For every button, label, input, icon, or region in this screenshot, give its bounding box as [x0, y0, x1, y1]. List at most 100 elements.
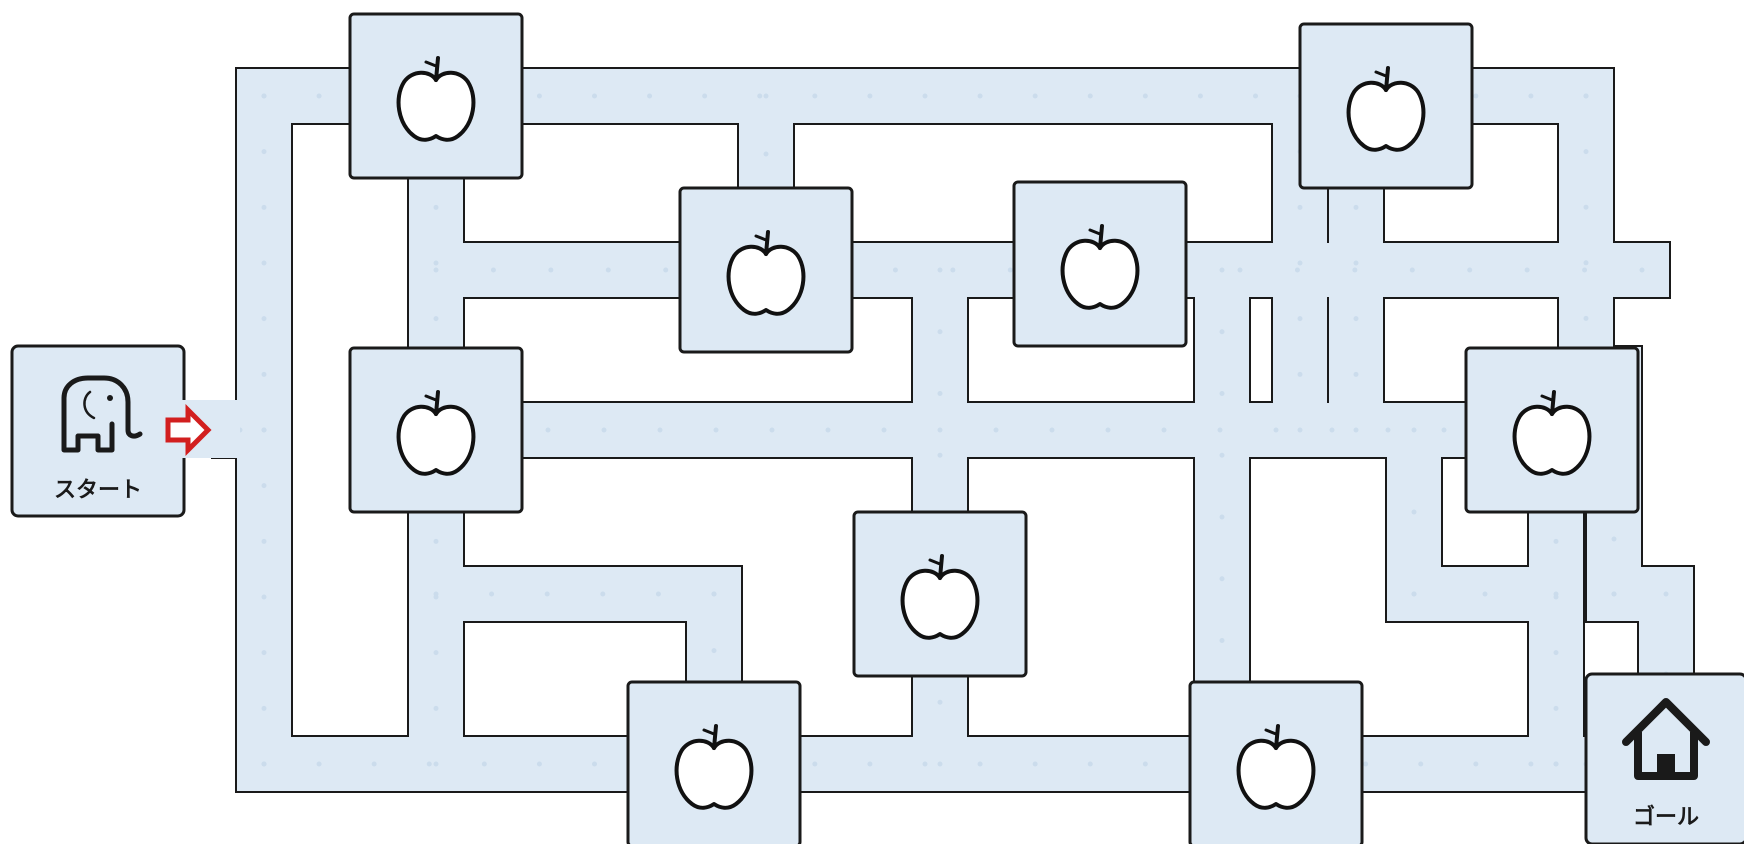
- path-dot: [261, 705, 267, 711]
- elephant-icon: [61, 375, 143, 453]
- path-dot: [1142, 93, 1148, 99]
- path-dot: [592, 93, 597, 99]
- path-dot: [1142, 761, 1148, 767]
- path-dot: [1219, 452, 1225, 458]
- path-dot: [1087, 761, 1093, 767]
- path-dot: [536, 761, 542, 767]
- path-dot: [1583, 260, 1589, 266]
- path-dot: [261, 761, 267, 767]
- path-dot: [261, 371, 267, 377]
- path-dot: [937, 452, 943, 458]
- path-dot: [261, 650, 267, 656]
- path-dot: [1087, 93, 1093, 99]
- path-dot: [655, 591, 661, 597]
- path-dot: [433, 705, 439, 711]
- path-dot: [1353, 260, 1359, 266]
- path-dot: [867, 761, 873, 767]
- path-dot: [1353, 204, 1359, 210]
- path-dot: [600, 591, 606, 597]
- path-dot: [1611, 536, 1617, 542]
- path-dot: [702, 93, 708, 99]
- path-dot: [711, 648, 717, 654]
- path-dot: [825, 427, 831, 433]
- path-dot: [1553, 650, 1559, 656]
- path-dot: [433, 650, 439, 656]
- path-dot: [261, 260, 267, 266]
- path-dot: [1482, 591, 1488, 597]
- path-dot: [1528, 761, 1534, 767]
- path-dot: [1583, 93, 1589, 99]
- path-dot: [261, 483, 267, 489]
- path-dot: [316, 93, 322, 99]
- path-dot: [1161, 427, 1167, 433]
- path-dot: [937, 761, 943, 767]
- path-dot: [1352, 267, 1358, 273]
- path-dot: [1583, 315, 1589, 321]
- path-dot: [1553, 538, 1559, 544]
- path-dot: [1528, 93, 1534, 99]
- path-dot: [647, 93, 653, 99]
- path-dot: [881, 427, 887, 433]
- path-dot: [769, 427, 775, 433]
- path-dot: [601, 427, 607, 433]
- path-dot: [757, 93, 763, 99]
- path-dot: [1611, 591, 1617, 597]
- path-dot: [993, 427, 999, 433]
- path-dot: [1467, 267, 1473, 273]
- path-dot: [1219, 638, 1225, 643]
- path-dot: [1297, 316, 1303, 322]
- start-box: スタート: [10, 344, 240, 518]
- path-dot: [1353, 316, 1359, 322]
- path-dot: [713, 427, 719, 433]
- path-dot: [481, 761, 487, 767]
- path-dot: [1553, 705, 1559, 711]
- path-dot: [605, 267, 611, 273]
- start-label: スタート: [54, 478, 142, 503]
- path-dot: [1411, 591, 1417, 597]
- goal-box: ゴール: [1584, 672, 1744, 844]
- path-dot: [1105, 427, 1111, 433]
- path-dot: [548, 267, 554, 273]
- path-dot: [977, 93, 983, 99]
- path-dot: [1473, 93, 1479, 99]
- path-dot: [1219, 391, 1225, 396]
- path-dot: [1411, 427, 1417, 433]
- path-dot: [1409, 267, 1415, 273]
- path-dot: [1524, 267, 1530, 273]
- path-dot: [937, 267, 943, 273]
- path-dot: [937, 427, 943, 433]
- path-dot: [489, 591, 495, 597]
- path-dot: [922, 761, 928, 767]
- path-dot: [1297, 204, 1303, 210]
- goal-label: ゴール: [1633, 804, 1699, 830]
- path-dot: [1583, 149, 1589, 155]
- path-dot: [1297, 371, 1303, 377]
- path-dot: [867, 93, 873, 99]
- path-dot: [1297, 260, 1303, 266]
- path-dot: [812, 761, 818, 767]
- path-dot: [261, 204, 267, 210]
- path-dot: [261, 149, 267, 155]
- path-dot: [1007, 267, 1013, 273]
- path-dot: [261, 427, 267, 433]
- path-dot: [1253, 93, 1258, 99]
- path-dot: [261, 594, 267, 600]
- path-dot: [937, 329, 943, 335]
- path-dot: [1219, 267, 1225, 273]
- path-dot: [1411, 509, 1417, 515]
- path-dot: [937, 391, 943, 396]
- path-dot: [711, 591, 717, 597]
- path-dot: [490, 267, 496, 273]
- path-dot: [544, 591, 550, 597]
- path-dot: [892, 267, 898, 273]
- path-dot: [1032, 761, 1038, 767]
- path-dot: [433, 260, 439, 266]
- path-dot: [545, 427, 551, 433]
- path-dot: [1582, 267, 1588, 273]
- path-dot: [261, 538, 267, 544]
- path-dot: [1197, 93, 1203, 99]
- path-dot: [1353, 371, 1359, 377]
- path-dot: [663, 267, 669, 273]
